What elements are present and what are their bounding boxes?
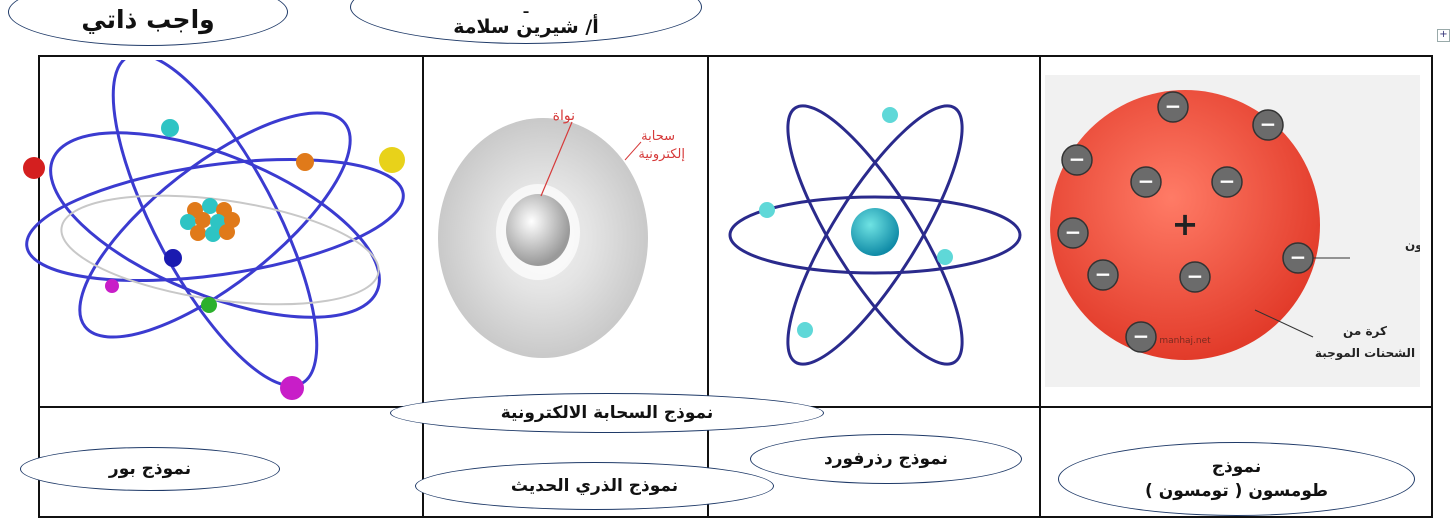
rutherford-model-label: نموذج رذرفورد (824, 449, 948, 469)
nucleus-label: نواة (553, 108, 575, 124)
rutherford-electron-right (937, 249, 953, 265)
thomson-atom-illustration: −− −− −− −− −− + manhaj.net إلكترون كرة … (1045, 75, 1420, 387)
electron-cloud-model-label: نموذج السحابة الالكترونية (500, 403, 714, 423)
sphere-label-line2: الشحنات الموجبة (1315, 346, 1415, 361)
oval-electron-cloud-model: نموذج السحابة الالكترونية (390, 393, 824, 433)
positive-charge-sign: + (1172, 205, 1199, 243)
oval-rutherford-model: نموذج رذرفورد (750, 434, 1022, 484)
oval-modern-model: نموذج الذري الحديث (415, 462, 774, 510)
electron-red (23, 157, 45, 179)
oval-thomson-model: نموذج طومسون ( تومسون ) (1058, 442, 1415, 516)
rutherford-nucleus (851, 208, 899, 256)
svg-text:−: − (1187, 264, 1204, 288)
bohr-atom-illustration (23, 60, 405, 400)
teacher-partial-text: ـ (523, 1, 529, 17)
thomson-model-label-line2: طومسون ( تومسون ) (1145, 481, 1328, 501)
cloud-label-line1: سحابة (641, 129, 675, 144)
modern-model-label: نموذج الذري الحديث (510, 476, 679, 496)
sphere-label-line1: كرة من (1343, 324, 1387, 338)
svg-text:−: − (1219, 169, 1236, 193)
rutherford-electron-bottom (797, 322, 813, 338)
electron-magenta-large (280, 376, 304, 400)
oval-bohr-model: نموذج بور (20, 447, 280, 491)
electron-blue (164, 249, 182, 267)
electron-cyan (161, 119, 179, 137)
teacher-oval: ـ أ/ شيرين سلامة (350, 0, 702, 44)
bohr-nucleus (180, 198, 240, 242)
electron-orange (296, 153, 314, 171)
teacher-name: أ/ شيرين سلامة (453, 16, 599, 38)
self-task-oval: واجب ذاتي (8, 0, 288, 46)
electron-magenta-small (105, 279, 119, 293)
cloud-nucleus (506, 194, 570, 266)
electron-green (201, 297, 217, 313)
self-task-label: واجب ذاتي (81, 4, 215, 34)
svg-text:−: − (1133, 324, 1150, 348)
svg-text:−: − (1165, 94, 1182, 118)
electron-cloud-illustration: نواة سحابة إلكترونية (438, 108, 685, 358)
rutherford-atom-illustration (728, 104, 1022, 366)
table-move-handle[interactable]: + (1437, 29, 1450, 42)
svg-text:−: − (1138, 169, 1155, 193)
svg-text:−: − (1065, 220, 1082, 244)
thomson-watermark: manhaj.net (1159, 336, 1211, 346)
svg-text:−: − (1260, 112, 1277, 136)
electron-label: إلكترون (1405, 238, 1420, 253)
rutherford-electron-left (759, 202, 775, 218)
svg-text:−: − (1095, 262, 1112, 286)
svg-text:−: − (1069, 147, 1086, 171)
bohr-model-label: نموذج بور (108, 459, 192, 479)
thomson-model-label-line1: نموذج (1211, 457, 1262, 477)
svg-text:−: − (1290, 245, 1307, 269)
thomson-electrons: −− −− −− −− −− (1057, 91, 1314, 353)
positive-sphere (1050, 90, 1320, 360)
cloud-label-line2: إلكترونية (638, 147, 685, 162)
electron-yellow (379, 147, 405, 173)
rutherford-electron-top (882, 107, 898, 123)
